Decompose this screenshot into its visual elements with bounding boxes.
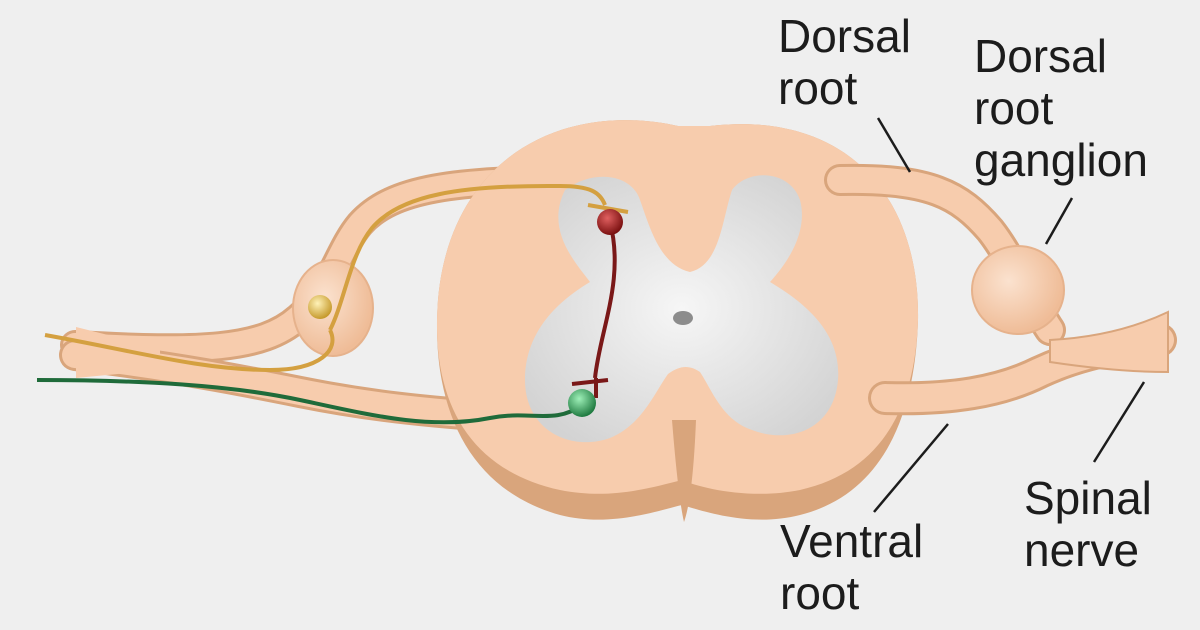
left-spinal-nerve	[76, 327, 160, 378]
grey-matter	[525, 175, 839, 443]
motor-neuron	[36, 378, 596, 425]
leader-dorsal-root	[876, 117, 912, 173]
right-dorsal-root-ganglion	[971, 245, 1065, 335]
label-dorsal-root-ganglion: Dorsal root ganglion	[974, 30, 1148, 186]
label-dorsal-root: Dorsal root	[778, 10, 911, 114]
leader-spinal-nerve	[1092, 381, 1146, 463]
sensory-neuron-cell-body	[308, 295, 332, 319]
leader-lines	[873, 117, 1146, 513]
label-ventral-root: Ventral root	[780, 515, 924, 619]
left-dorsal-root-ganglion	[292, 259, 374, 357]
leader-ventral-root	[873, 423, 949, 513]
label-spinal-nerve: Spinal nerve	[1024, 472, 1152, 576]
leader-dorsal-root-ganglion	[1044, 197, 1074, 245]
motor-neuron-cell-body	[568, 389, 596, 417]
anterior-median-fissure	[672, 420, 696, 522]
interneuron	[571, 209, 623, 398]
interneuron-cell-body	[597, 209, 623, 235]
right-spinal-nerve	[1049, 310, 1169, 374]
sensory-neuron	[44, 183, 629, 373]
central-canal	[673, 311, 693, 325]
